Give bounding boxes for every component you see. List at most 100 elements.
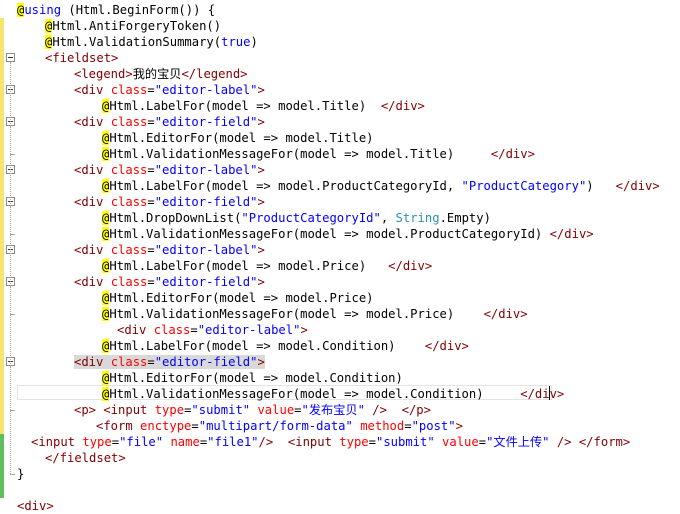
code-token: Html.ValidationMessageFor(model => model…	[109, 307, 484, 321]
code-token: =	[368, 435, 376, 449]
fold-guide	[10, 62, 12, 474]
code-line[interactable]: @using (Html.BeginForm()) {	[0, 2, 680, 18]
code-line[interactable]: <fieldset>	[0, 50, 680, 66]
code-token: =	[147, 275, 155, 289]
code-text: @Html.ValidationMessageFor(model => mode…	[102, 386, 564, 402]
text-caret	[549, 386, 550, 400]
code-text: <div class="editor-label">	[74, 82, 265, 98]
code-line[interactable]: @Html.DropDownList("ProductCategoryId", …	[0, 210, 680, 226]
code-line[interactable]: <div class="editor-label">	[0, 242, 680, 258]
code-token: <div	[74, 195, 111, 209]
code-line[interactable]: @Html.ValidationMessageFor(model => mode…	[0, 386, 680, 402]
code-token: @	[102, 259, 110, 273]
change-indicator	[0, 210, 4, 226]
code-line[interactable]: <div class="editor-label">	[0, 82, 680, 98]
code-token: 我的宝贝	[132, 67, 182, 81]
code-token: class	[110, 115, 148, 129]
code-token: =	[191, 419, 199, 433]
code-line[interactable]: <div class="editor-field">	[0, 114, 680, 130]
code-token: <div	[74, 275, 111, 289]
code-line[interactable]: @Html.ValidationSummary(true)	[0, 34, 680, 50]
fold-guide-end	[10, 154, 15, 155]
change-indicator	[0, 194, 4, 210]
code-token: class	[110, 195, 148, 209]
code-line[interactable]: <div class="editor-field">	[0, 354, 680, 370]
change-indicator	[0, 274, 4, 290]
code-line[interactable]: <input type="file" name="file1"/> <input…	[0, 434, 680, 450]
code-text: <div class="editor-field">	[74, 354, 265, 370]
code-line[interactable]: @Html.LabelFor(model => model.ProductCat…	[0, 178, 680, 194]
code-token: "submit"	[191, 403, 251, 417]
fold-guide	[10, 286, 12, 314]
code-token: >	[257, 163, 265, 177]
code-line[interactable]: <form enctype="multipart/form-data" meth…	[0, 418, 680, 434]
code-token: "editor-field"	[154, 195, 258, 209]
code-line[interactable]	[0, 482, 680, 498]
change-indicator	[0, 50, 4, 66]
code-line[interactable]: @Html.AntiForgeryToken()	[0, 18, 680, 34]
code-line[interactable]: @Html.ValidationMessageFor(model => mode…	[0, 226, 680, 242]
collapse-icon[interactable]	[6, 53, 15, 62]
code-line[interactable]: @Html.LabelFor(model => model.Price) </d…	[0, 258, 680, 274]
code-token: <input	[287, 435, 340, 449]
code-token: class	[110, 355, 148, 369]
code-line[interactable]: @Html.ValidationMessageFor(model => mode…	[0, 146, 680, 162]
code-text: @Html.EditorFor(model => model.Title)	[102, 130, 374, 146]
change-indicator	[0, 482, 4, 498]
code-line[interactable]: </fieldset>	[0, 450, 680, 466]
code-token: =	[199, 435, 208, 449]
change-indicator	[0, 258, 4, 274]
change-indicator	[0, 98, 4, 114]
code-token: Html.AntiForgeryToken()	[52, 19, 222, 33]
code-token: "editor-label"	[154, 163, 258, 177]
change-indicator	[0, 402, 4, 418]
code-token: =	[184, 403, 192, 417]
code-token: <fieldset>	[45, 51, 119, 65]
fold-guide	[10, 206, 12, 234]
code-token: class	[110, 83, 148, 97]
code-line[interactable]: <div class="editor-label">	[0, 162, 680, 178]
code-token: "文件上传"	[486, 435, 550, 449]
fold-guide-end	[10, 234, 15, 235]
code-line[interactable]: @Html.LabelFor(model => model.Title) </d…	[0, 98, 680, 114]
code-token: class	[110, 243, 148, 257]
code-token: @	[102, 307, 110, 321]
code-token: </div>	[490, 147, 535, 161]
code-line[interactable]: <div class="editor-label">	[0, 322, 680, 338]
code-text: @Html.LabelFor(model => model.ProductCat…	[102, 178, 660, 194]
code-line[interactable]: }	[0, 466, 680, 482]
code-token: <div	[74, 83, 111, 97]
code-token: =	[111, 435, 120, 449]
code-token: class	[110, 163, 148, 177]
code-line[interactable]: <div class="editor-field">	[0, 194, 680, 210]
code-token: @	[45, 35, 53, 49]
code-token: "post"	[411, 419, 456, 433]
code-token: =	[147, 195, 155, 209]
code-token: "editor-label"	[154, 243, 258, 257]
code-line[interactable]: <p> <input type="submit" value="发布宝贝" />…	[0, 402, 680, 418]
code-token: String	[395, 211, 440, 225]
code-token: method	[360, 419, 405, 433]
code-token: enctype	[140, 419, 192, 433]
code-text: @Html.DropDownList("ProductCategoryId", …	[102, 210, 491, 226]
code-token: "发布宝贝"	[301, 403, 365, 417]
code-line[interactable]: <div>	[0, 498, 680, 514]
code-token: "ProductCategory"	[461, 179, 587, 193]
code-line[interactable]: <legend>我的宝贝</legend>	[0, 66, 680, 82]
code-line[interactable]: @Html.ValidationMessageFor(model => mode…	[0, 306, 680, 322]
code-text: <form enctype="multipart/form-data" meth…	[96, 418, 463, 434]
code-line[interactable]: <div class="editor-field">	[0, 274, 680, 290]
change-indicator	[0, 82, 4, 98]
code-line[interactable]: @Html.EditorFor(model => model.Title)	[0, 130, 680, 146]
change-indicator	[0, 162, 4, 178]
code-token: =	[147, 115, 155, 129]
code-token: </div>	[483, 307, 528, 321]
code-text: @Html.LabelFor(model => model.Price) </d…	[102, 258, 432, 274]
code-token: <div	[74, 243, 111, 257]
code-line[interactable]: @Html.LabelFor(model => model.Condition)…	[0, 338, 680, 354]
code-token: </div>	[615, 179, 660, 193]
code-line[interactable]: @Html.EditorFor(model => model.Condition…	[0, 370, 680, 386]
code-token: <div	[74, 163, 111, 177]
code-line[interactable]: @Html.EditorFor(model => model.Price)	[0, 290, 680, 306]
